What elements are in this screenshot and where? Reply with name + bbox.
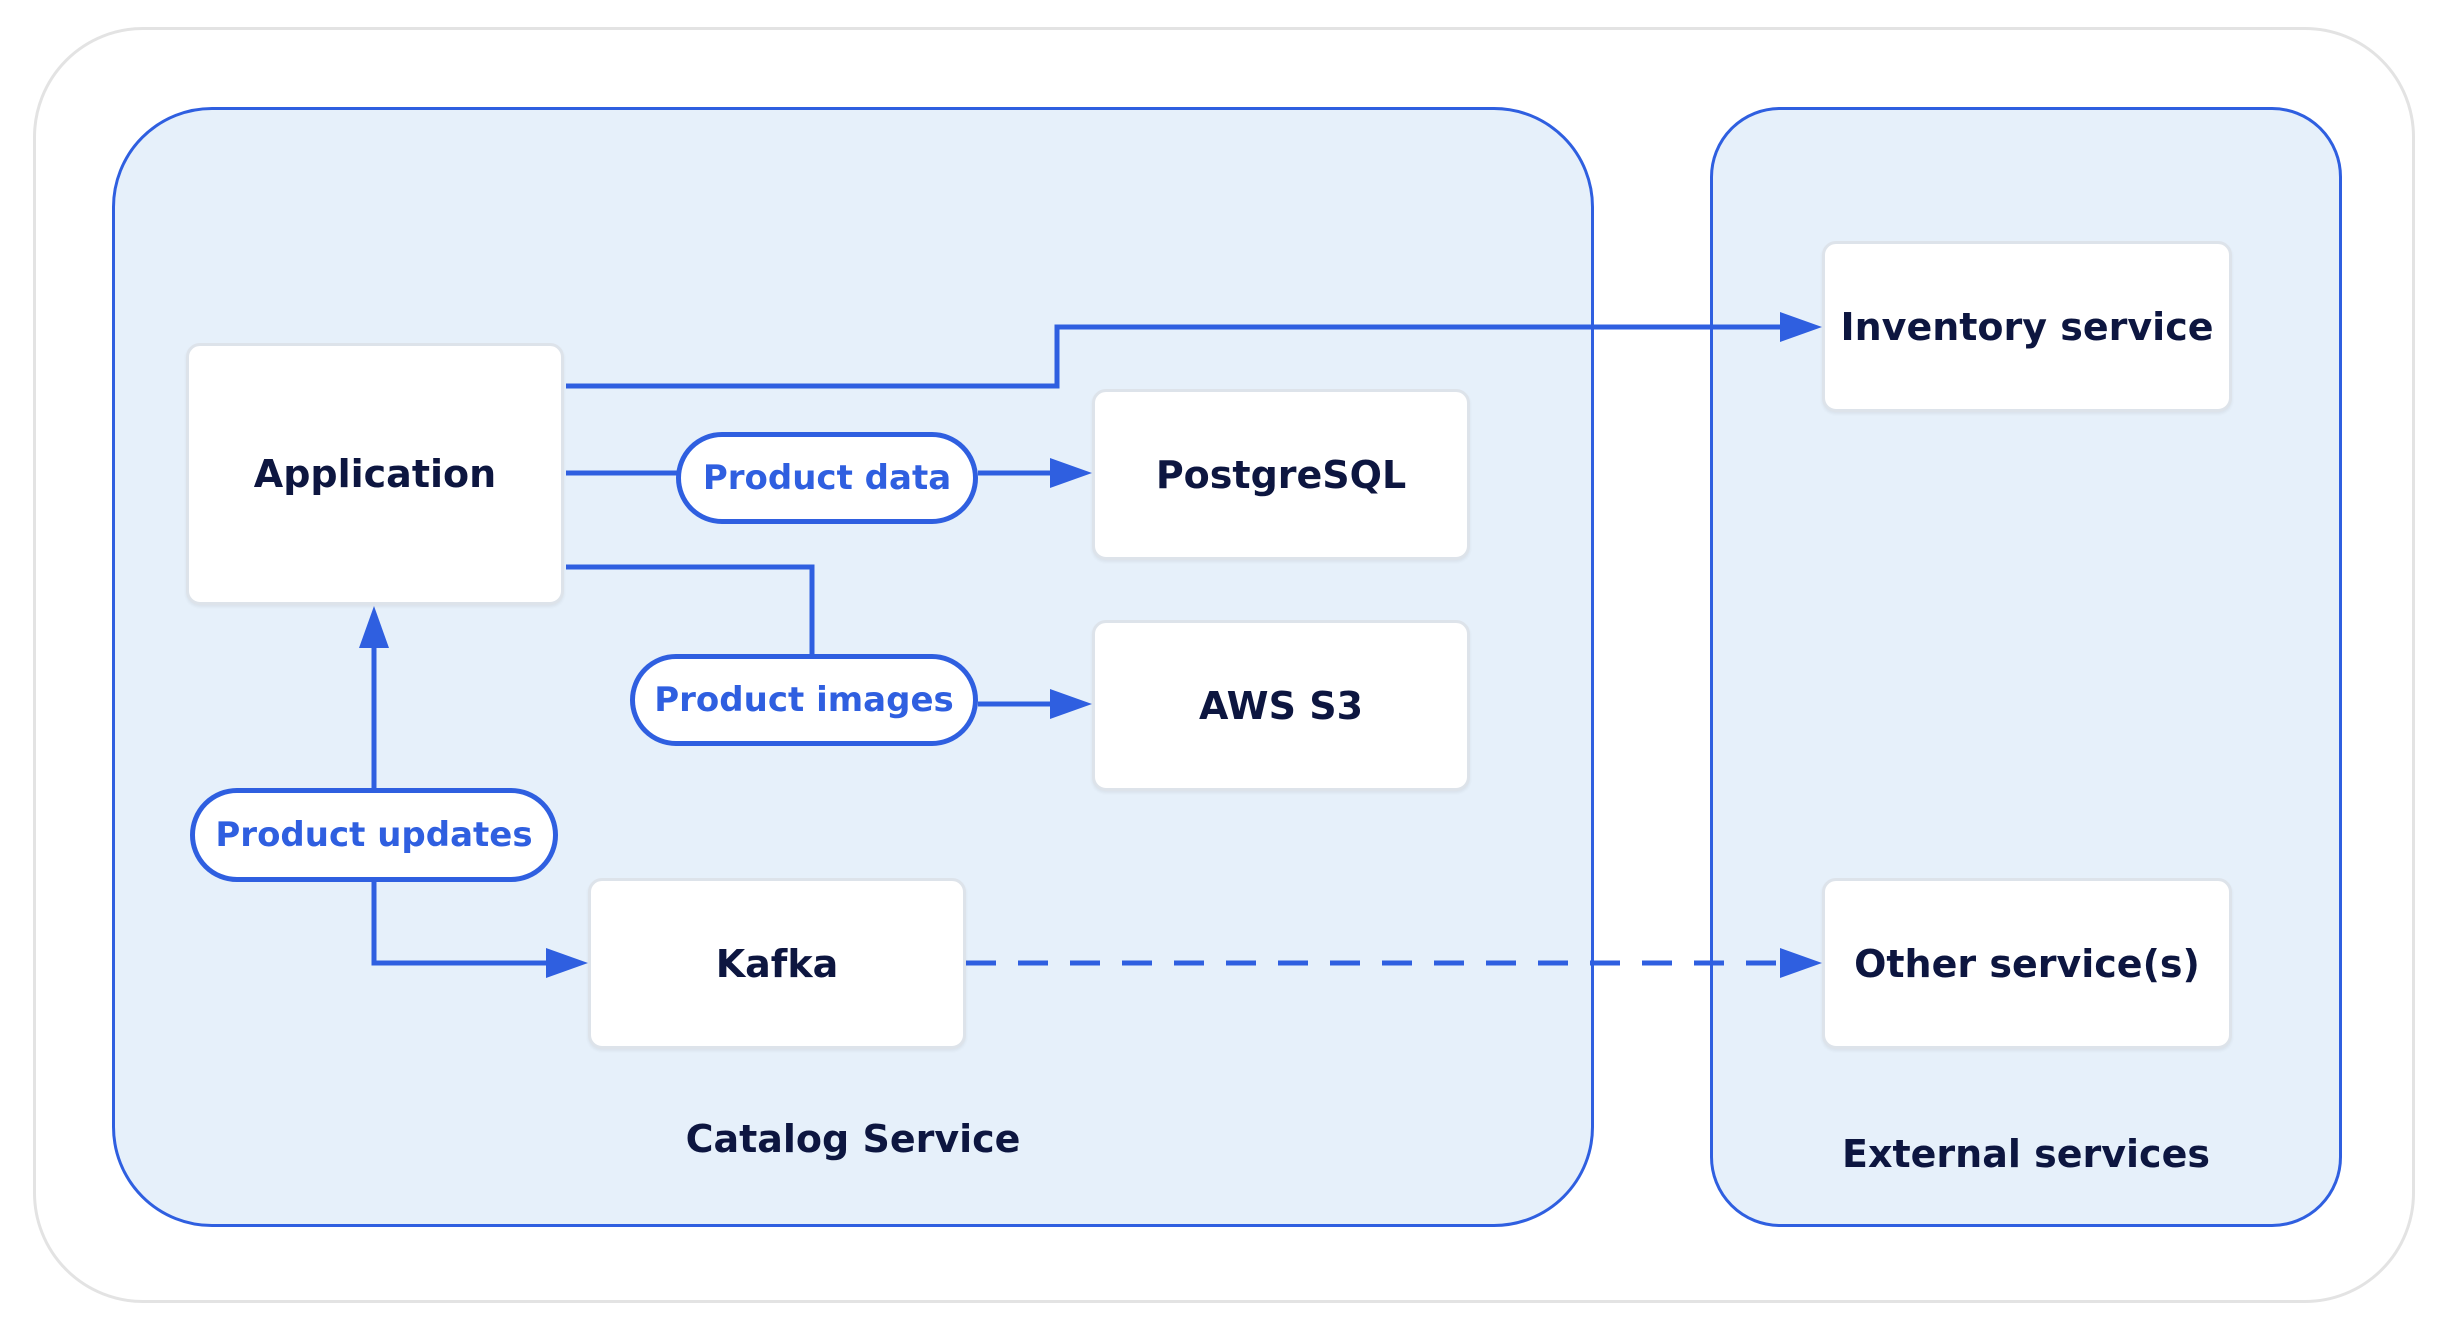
arrowhead-kafka (546, 948, 588, 978)
node-aws-s3[interactable]: AWS S3 (1092, 620, 1470, 791)
edge-application-inventory (566, 324, 1784, 389)
edge-application-product-images (566, 564, 815, 654)
arrowhead-application (359, 606, 389, 648)
label-product-images: Product images (630, 654, 978, 746)
label-product-data: Product data (676, 432, 978, 524)
external-services-label: External services (1842, 1132, 2210, 1176)
node-other-services[interactable]: Other service(s) (1822, 878, 2232, 1049)
node-application[interactable]: Application (186, 343, 564, 605)
node-inventory-service[interactable]: Inventory service (1822, 241, 2232, 412)
arrowhead-s3 (1050, 689, 1092, 719)
node-postgresql[interactable]: PostgreSQL (1092, 389, 1470, 560)
label-product-updates: Product updates (190, 788, 558, 882)
arrowhead-postgresql (1050, 458, 1092, 488)
arrowhead-inventory (1780, 312, 1822, 342)
node-kafka[interactable]: Kafka (588, 878, 966, 1049)
edge-kafka-product-updates (371, 882, 548, 966)
catalog-service-label: Catalog Service (685, 1117, 1021, 1161)
arrowhead-other (1780, 948, 1822, 978)
